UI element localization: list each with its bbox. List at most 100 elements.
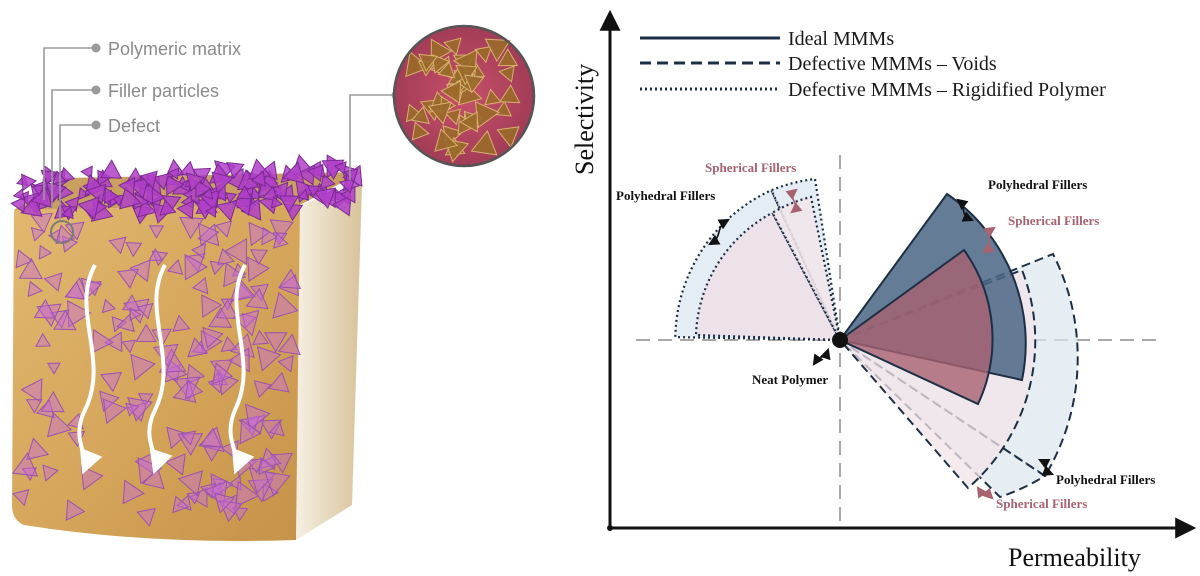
filler-particle (474, 45, 493, 64)
filler-particle (200, 329, 223, 355)
membrane-illustration (10, 154, 363, 541)
filler-particle (205, 204, 217, 218)
filler-particle (297, 188, 310, 201)
zoom-filler-particles (405, 37, 521, 163)
filler-particle (172, 495, 190, 514)
filler-particle (197, 222, 220, 247)
filler-particle (18, 257, 43, 280)
filler-particle (111, 316, 128, 333)
filler-particle (33, 298, 56, 319)
filler-particle (306, 164, 324, 183)
filler-particle (135, 323, 157, 343)
filler-particle (191, 243, 206, 260)
filler-particle (10, 196, 26, 214)
filler-particle (100, 159, 123, 179)
filler-particle (244, 403, 271, 431)
filler-particle (497, 48, 519, 67)
filler-particle (77, 186, 91, 201)
filler-particle (125, 242, 143, 258)
legend-rigidified: Defective MMMs – Rigidified Polymer (788, 79, 1106, 101)
filler-particle (223, 238, 248, 265)
filler-particle (64, 221, 85, 241)
filler-particle (25, 398, 43, 414)
label-ideal-spherical: Spherical Fillers (1008, 213, 1099, 228)
filler-particle (201, 187, 214, 200)
label-ideal-polyhedral: Polyhedral Fillers (988, 177, 1087, 192)
filler-particle (184, 379, 204, 400)
filler-particle (65, 499, 86, 521)
filler-particle (159, 199, 177, 216)
x-axis-title: Permeability (1008, 543, 1141, 572)
rigidified-spherical-sector (694, 211, 842, 342)
filler-particle (225, 162, 245, 180)
filler-particle (103, 186, 120, 205)
filler-particle (249, 249, 269, 266)
filler-particle (42, 464, 59, 482)
filler-particle (470, 130, 498, 156)
filler-particle (214, 220, 233, 238)
filler-particle (306, 184, 321, 198)
filler-particle (248, 467, 276, 494)
filler-particle (31, 184, 45, 197)
filler-particle (121, 339, 136, 354)
block-side-face (296, 185, 362, 540)
filler-particle (116, 268, 139, 289)
filler-particle (498, 65, 515, 83)
filler-particle (38, 244, 53, 260)
filler-particle (184, 253, 208, 281)
label-rigidified-polyhedral: Polyhedral Fillers (616, 188, 715, 203)
filler-particle (130, 353, 156, 381)
filler-particle (167, 167, 180, 181)
filler-particle (278, 273, 300, 297)
filler-particle (35, 399, 55, 419)
label-rigidified-spherical: Spherical Fillers (705, 160, 796, 175)
filler-particle (224, 192, 238, 204)
filler-particle (203, 446, 221, 462)
filler-particle (437, 61, 456, 79)
filler-particle (410, 105, 430, 125)
filler-particle (220, 336, 238, 353)
filler-particle (86, 183, 107, 205)
filler-particle (278, 195, 300, 214)
filler-particle (232, 309, 260, 337)
filler-particle (199, 427, 223, 448)
filler-particle (496, 126, 520, 149)
filler-particle (263, 470, 291, 497)
filler-particle (30, 226, 46, 242)
filler-particle (192, 340, 207, 355)
filler-particle (211, 171, 234, 194)
defect-marker (50, 220, 74, 244)
label-voids-spherical: Spherical Fillers (996, 496, 1087, 511)
filler-particle (121, 294, 141, 311)
filler-particle (99, 371, 123, 393)
filler-particle (253, 380, 272, 399)
filler-particle (427, 101, 452, 125)
filler-particle (129, 259, 151, 283)
filler-particle (202, 326, 224, 349)
filler-particle (67, 300, 92, 328)
filler-particle (12, 188, 25, 201)
filler-particle (102, 398, 127, 425)
filler-particle (164, 358, 188, 383)
filler-particle (36, 303, 62, 328)
filler-particle (101, 298, 117, 314)
filler-particle (434, 128, 459, 152)
filler-particle (165, 174, 185, 196)
filler-particle (172, 314, 191, 332)
filler-particle (223, 262, 247, 288)
filler-particle (333, 161, 347, 175)
filler-particle (338, 177, 356, 194)
filler-particle (148, 225, 165, 239)
filler-particle (117, 176, 136, 196)
filler-particle (440, 80, 462, 104)
filler-particle (46, 362, 61, 375)
filler-particle (139, 170, 158, 190)
filler-particle (444, 108, 462, 126)
filler-particle (411, 121, 430, 141)
filler-particle (213, 492, 236, 514)
filler-particle (464, 74, 485, 94)
rigidified-spherical-sector-outer (770, 195, 842, 341)
neat-polymer-point (832, 332, 848, 348)
callout-filler-particles: Filler particles (108, 81, 219, 101)
